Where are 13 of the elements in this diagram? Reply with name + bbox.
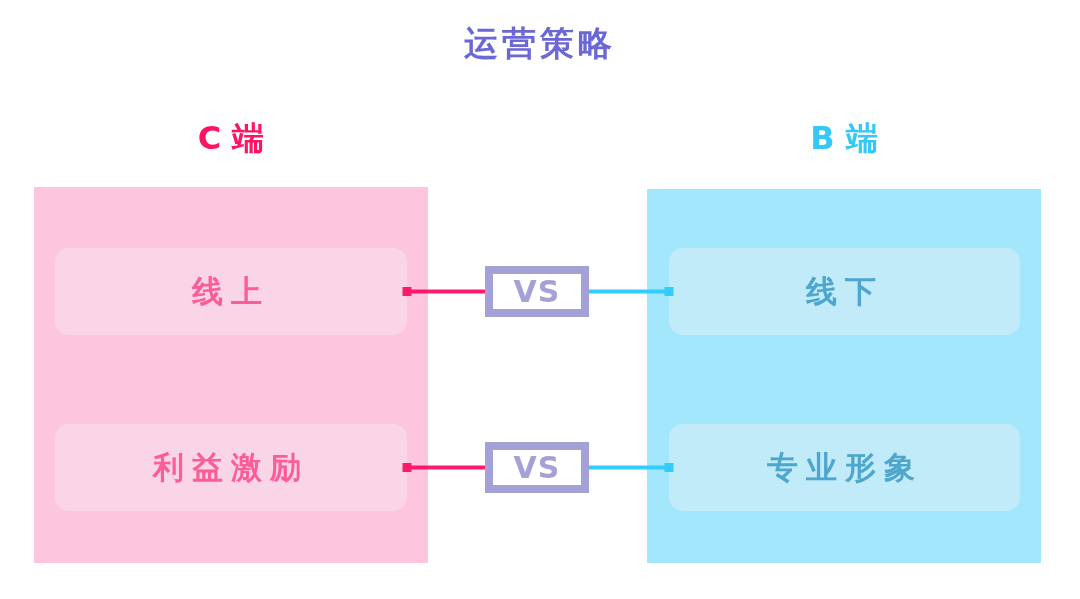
connector-line (402, 463, 485, 472)
panel-heading: C 端 (196, 118, 266, 159)
vs-box: VS (485, 442, 589, 493)
diagram-title: 运营策略 (463, 22, 617, 65)
connector-line (589, 463, 674, 472)
vs-box: VS (485, 266, 589, 317)
label-card: 线下 (669, 248, 1020, 335)
panel-heading: B 端 (809, 118, 879, 159)
label-card: 线上 (55, 248, 407, 335)
label-card: 专业形象 (669, 424, 1020, 511)
connector-line (589, 287, 674, 296)
label-card: 利益激励 (55, 424, 407, 511)
connector-line (402, 287, 485, 296)
